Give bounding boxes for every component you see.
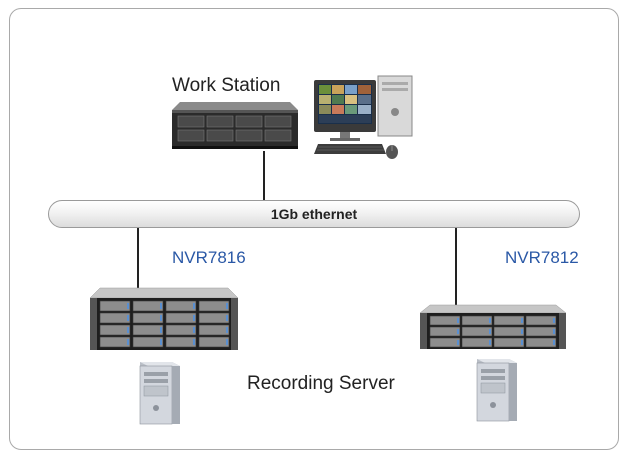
workstation-link (263, 151, 265, 201)
workstation-pc-icon (314, 75, 413, 159)
diagram-frame (9, 8, 619, 450)
recording-server-right-icon (476, 359, 517, 422)
nvr-left-icon (89, 287, 239, 350)
nvr-left-label: NVR7816 (172, 248, 246, 267)
nvr-right-icon (419, 304, 567, 349)
ethernet-bus: 1Gb ethernet (48, 200, 580, 228)
nvr-left-link (137, 228, 139, 289)
nvr-right-link (455, 228, 457, 306)
workstation-label: Work Station (172, 75, 281, 96)
nvr-right-label: NVR7812 (505, 248, 579, 267)
recording-server-left-icon (139, 362, 180, 425)
recording-server-label: Recording Server (247, 373, 395, 394)
ethernet-label: 1Gb ethernet (270, 206, 358, 222)
workstation-server-icon (172, 102, 298, 149)
